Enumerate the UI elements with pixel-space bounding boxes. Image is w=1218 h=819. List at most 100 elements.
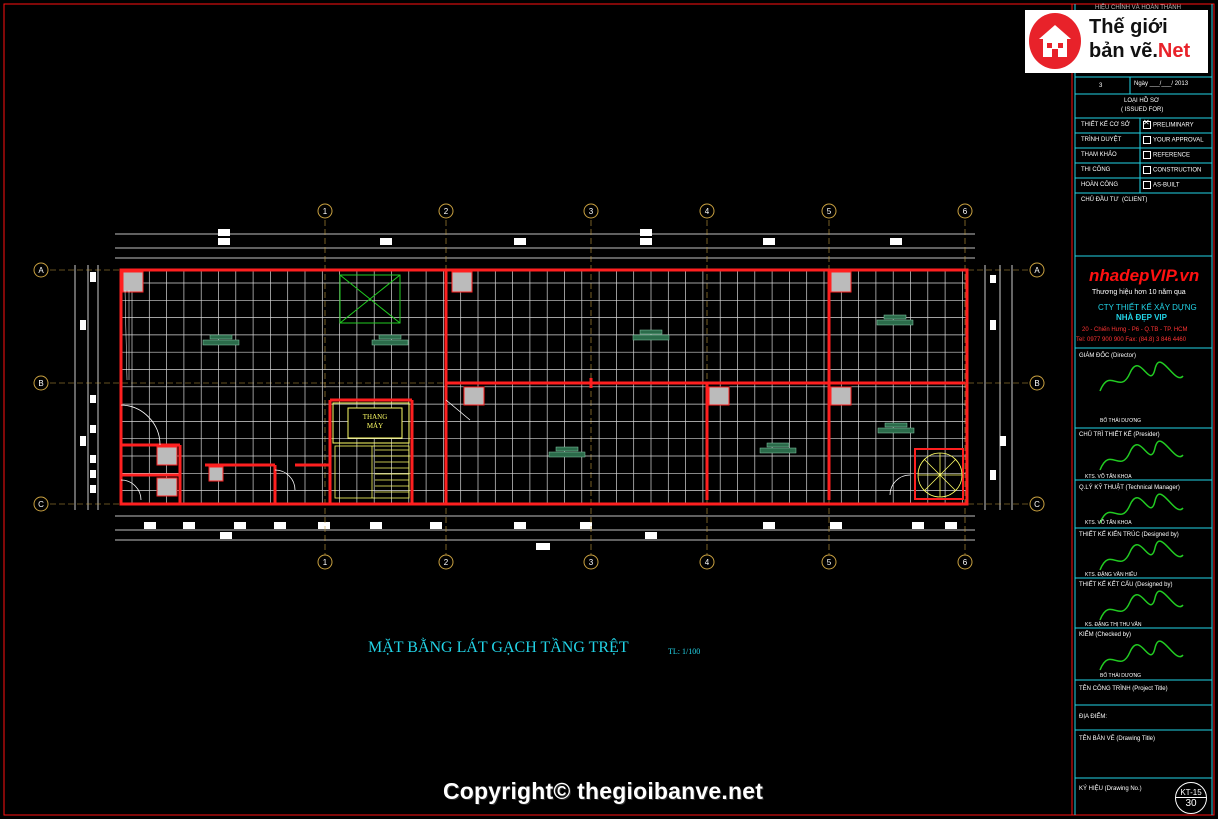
- axis-bubble-row-C-left-label: C: [38, 500, 44, 509]
- drawing-no-badge: KT-15 30: [1175, 782, 1207, 814]
- axis-bubble-row-B-right-label: B: [1034, 379, 1039, 388]
- dimension-lines-top: [115, 233, 975, 259]
- copyright-watermark: Copyright© thegioibanve.net: [443, 778, 764, 804]
- signature-name: KTS. VÕ TẤN KHOA: [1085, 520, 1132, 526]
- axis-bubble-col-3-bottom: 3: [583, 554, 599, 570]
- signature-mark: [1099, 493, 1184, 524]
- doors: [120, 399, 911, 501]
- stair: [334, 445, 410, 499]
- axis-bubble-row-B-right: B: [1029, 375, 1045, 391]
- issue-row-label: THI CÔNG: [1081, 167, 1111, 173]
- signature-mark: [1099, 590, 1184, 621]
- issue-row-option-label: PRELIMINARY: [1153, 122, 1194, 129]
- sheet-frame: [3, 3, 1215, 816]
- signature-name: BỐ THÁI DƯƠNG: [1100, 418, 1141, 424]
- axis-bubble-col-6-top-label: 6: [963, 207, 968, 216]
- axis-bubble-col-5-bottom-label: 5: [827, 558, 832, 567]
- axis-bubble-col-5-top-label: 5: [827, 207, 832, 216]
- issue-row-option-label: CONSTRUCTION: [1153, 167, 1202, 174]
- issue-row-option-label: YOUR APPROVAL: [1153, 137, 1204, 144]
- issue-row-option[interactable]: REFERENCE: [1143, 151, 1190, 159]
- axis-bubble-col-1-top-label: 1: [323, 207, 328, 216]
- signature-name: KTS. ĐẶNG VĂN HIẾU: [1085, 572, 1137, 578]
- company-brand: nhadepVIP.vn: [1089, 266, 1200, 285]
- axis-bubble-col-1-top: 1: [317, 203, 333, 219]
- company-slogan: Thương hiệu hơn 10 năm qua: [1092, 289, 1186, 296]
- site-logo[interactable]: Thế giới bản vẽ.Net: [1025, 10, 1208, 73]
- axis-bubble-row-B-left-label: B: [38, 379, 43, 388]
- axis-bubble-col-5-bottom: 5: [821, 554, 837, 570]
- dimension-lines-bottom: [115, 515, 975, 541]
- issue-row-option-label: REFERENCE: [1153, 152, 1191, 159]
- signature-name: KTS. VÕ TẤN KHOA: [1085, 474, 1132, 480]
- issue-row-label: TRÌNH DUYỆT: [1081, 137, 1122, 143]
- client-label-en: (CLIENT): [1122, 197, 1148, 203]
- issue-row-option-label: AS-BUILT: [1153, 182, 1180, 189]
- axis-bubble-col-4-top: 4: [699, 203, 715, 219]
- signature-role: GIÁM ĐỐC (Director): [1079, 353, 1136, 359]
- axis-bubble-col-1-bottom-label: 1: [323, 558, 328, 567]
- room-tags: [202, 314, 915, 458]
- issue-checkbox[interactable]: [1143, 166, 1151, 174]
- axis-bubble-row-A-left: A: [33, 262, 49, 278]
- logo-line2-accent: Net: [1157, 40, 1191, 62]
- axis-bubble-row-A-left-label: A: [38, 266, 44, 275]
- company-address: 20 - Chiến Hưng - P6 - Q.TB - TP. HCM: [1082, 327, 1188, 333]
- dimension-lines-right: [984, 265, 1013, 510]
- issue-type: LOẠI HỒ SƠ: [1124, 98, 1160, 104]
- signature-role: THIẾT KẾ KIẾN TRÚC (Designed by): [1079, 532, 1179, 538]
- issue-row-option[interactable]: CONSTRUCTION: [1143, 166, 1201, 174]
- issue-checkbox[interactable]: [1143, 136, 1151, 144]
- issue-checkbox[interactable]: [1143, 118, 1151, 129]
- company-name-line2: NHÀ ĐẸP VIP: [1116, 313, 1167, 322]
- issue-row-label: THAM KHẢO: [1081, 152, 1117, 158]
- elevator: [332, 402, 410, 444]
- client-label: CHỦ ĐẦU TƯ (CLIENT): [1081, 197, 1147, 203]
- axis-bubble-col-2-bottom-label: 2: [444, 558, 449, 567]
- axis-bubble-row-B-left: B: [33, 375, 49, 391]
- walls: [119, 268, 969, 506]
- elevator-label: THANG MÁY: [350, 413, 400, 431]
- drawing-no: KT-15: [1176, 788, 1206, 798]
- axis-bubble-col-6-top: 6: [957, 203, 973, 219]
- drawing-scale: TL: 1/100: [668, 647, 701, 656]
- elevator-label-line1: THANG: [362, 413, 388, 421]
- axis-bubble-col-1-bottom: 1: [317, 554, 333, 570]
- issue-type-en: ( ISSUED FOR): [1121, 107, 1164, 113]
- dimension-lines-left: [74, 265, 99, 510]
- logo-line1: Thế giới: [1089, 16, 1168, 38]
- axis-bubble-row-A-right-label: A: [1034, 266, 1040, 275]
- issue-checkbox[interactable]: [1143, 151, 1151, 159]
- structural-columns: [122, 271, 852, 497]
- project-title-label: TÊN CÔNG TRÌNH (Project Title): [1079, 686, 1168, 692]
- signature-mark: [1099, 361, 1184, 392]
- axis-bubble-row-C-left: C: [33, 496, 49, 512]
- issue-checkbox[interactable]: [1143, 181, 1151, 189]
- axis-bubble-col-2-bottom: 2: [438, 554, 454, 570]
- axis-bubble-col-2-top: 2: [438, 203, 454, 219]
- elevator-label-line2: MÁY: [366, 422, 384, 430]
- title-block-lines: [1074, 4, 1213, 815]
- axis-bubble-col-4-bottom: 4: [699, 554, 715, 570]
- issue-row-option[interactable]: YOUR APPROVAL: [1143, 136, 1204, 144]
- axis-bubble-col-6-bottom: 6: [957, 554, 973, 570]
- revision-header: HIỆU CHỈNH VÀ HOÀN THÀNH: [1095, 5, 1181, 11]
- revision-no: 3: [1099, 83, 1103, 89]
- logo-line2-text: bản vẽ.: [1089, 40, 1158, 62]
- axis-bubble-row-C-right-label: C: [1034, 500, 1040, 509]
- dimension-tags: [80, 229, 1006, 550]
- client-label-vi: CHỦ ĐẦU TƯ: [1081, 197, 1119, 203]
- signature-role: Q.LÝ KỸ THUẬT (Technical Manager): [1079, 485, 1180, 491]
- signature-mark: [1099, 540, 1184, 571]
- issue-row-option[interactable]: PRELIMINARY: [1143, 118, 1194, 129]
- axis-bubble-col-6-bottom-label: 6: [963, 558, 968, 567]
- axis-bubble-row-A-right: A: [1029, 262, 1045, 278]
- issue-row-label: THIẾT KẾ CƠ SỞ: [1081, 122, 1130, 128]
- axis-bubble-col-5-top: 5: [821, 203, 837, 219]
- issue-row-option[interactable]: AS-BUILT: [1143, 181, 1180, 189]
- location-label: ĐỊA ĐIỂM:: [1079, 714, 1108, 720]
- axis-bubble-row-C-right: C: [1029, 496, 1045, 512]
- sheet-no: 30: [1185, 798, 1197, 809]
- spiral-stair: [914, 448, 964, 500]
